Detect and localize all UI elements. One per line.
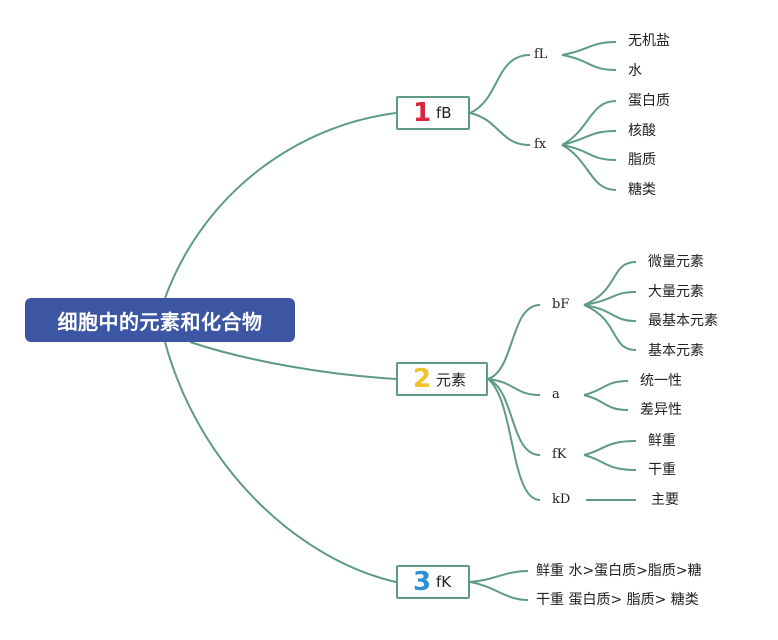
edge-b3-note1 (469, 570, 529, 583)
leaf-fresh-weight[interactable]: 鲜重 (648, 433, 676, 449)
edge-fx-leaf4 (561, 144, 617, 191)
branch-number-2: 2 (412, 364, 432, 394)
edge-b2-bF (487, 304, 541, 380)
branch-label-3: fK (436, 573, 452, 591)
leaf-protein[interactable]: 蛋白质 (628, 93, 670, 109)
edge-fx-leaf1 (561, 100, 617, 146)
edge-root-branch3 (164, 341, 397, 583)
leaf-main[interactable]: 主要 (651, 492, 679, 508)
edge-fx-leaf3 (561, 144, 617, 161)
edge-fL-leaf2 (561, 54, 617, 71)
edge-bF-leaf1 (583, 261, 637, 306)
edge-bF-leaf4 (583, 304, 637, 351)
edge-root-branch2 (189, 341, 397, 380)
edge-fK-leaf1 (583, 440, 637, 456)
edge-fL-leaf1 (561, 41, 617, 56)
subnode-bF[interactable]: bF (552, 297, 570, 312)
leaf-most-basic-element[interactable]: 最基本元素 (648, 313, 718, 329)
edge-b2-fK (487, 378, 541, 456)
branch-node-2[interactable]: 2 元素 (396, 362, 488, 396)
leaf-inorganic-salt[interactable]: 无机盐 (628, 33, 670, 49)
leaf-water[interactable]: 水 (628, 63, 642, 79)
edge-a-leaf1 (583, 380, 629, 396)
edge-bF-leaf3 (583, 304, 637, 322)
leaf-sugar[interactable]: 糖类 (628, 182, 656, 198)
subnode-fK[interactable]: fK (552, 447, 567, 462)
edge-fK-leaf2 (583, 454, 637, 471)
subnode-a[interactable]: a (552, 387, 560, 402)
branch-node-3[interactable]: 3 fK (396, 565, 470, 599)
leaf-lipid[interactable]: 脂质 (628, 152, 656, 168)
edge-a-leaf2 (583, 394, 629, 411)
leaf-difference[interactable]: 差异性 (640, 402, 682, 418)
edge-b2-kD (487, 378, 541, 501)
edge-bF-leaf2 (583, 291, 637, 306)
edge-b1-fx (469, 112, 531, 146)
branch-number-3: 3 (412, 567, 432, 597)
subnode-kD[interactable]: kD (552, 492, 571, 507)
branch-label-2: 元素 (436, 370, 467, 389)
subnode-fL[interactable]: fL (534, 47, 548, 62)
leaf-basic-elements[interactable]: 基本元素 (648, 343, 704, 359)
leaf-unity[interactable]: 统一性 (640, 373, 682, 389)
note-dry-weight-order[interactable]: 干重 蛋白质> 脂质> 糖类 (536, 592, 699, 608)
branch-number-1: 1 (412, 98, 432, 128)
root-label: 细胞中的元素和化合物 (57, 309, 263, 334)
edge-b3-note2 (469, 581, 529, 601)
branch-label-1: fB (436, 104, 452, 122)
edge-b1-fL (469, 54, 531, 114)
edge-b2-a (487, 378, 541, 396)
note-fresh-weight-order[interactable]: 鲜重 水>蛋白质>脂质>糖 (536, 563, 702, 579)
leaf-dry-weight[interactable]: 干重 (648, 462, 676, 478)
leaf-macro-elements[interactable]: 大量元素 (648, 284, 704, 300)
leaf-nucleic-acid[interactable]: 核酸 (628, 123, 656, 139)
leaf-trace-elements[interactable]: 微量元素 (648, 254, 704, 270)
subnode-fx[interactable]: fx (534, 137, 547, 152)
branch-node-1[interactable]: 1 fB (396, 96, 470, 130)
edge-root-branch1 (164, 112, 397, 299)
edge-fx-leaf2 (561, 130, 617, 146)
root-node[interactable]: 细胞中的元素和化合物 (25, 298, 295, 342)
